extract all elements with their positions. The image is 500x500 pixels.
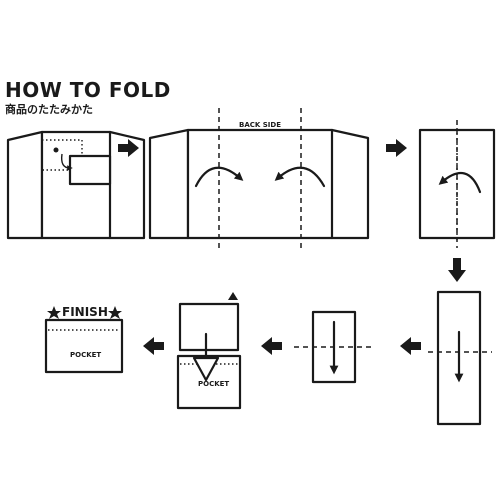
star-icon	[47, 306, 61, 319]
arrow-left-icon	[261, 337, 282, 355]
finish-label: FINISH	[62, 305, 108, 319]
arrow-right-icon	[386, 139, 407, 157]
step-2-back-side: BACK SIDE	[148, 108, 370, 250]
pocket-label: POCKET	[198, 380, 229, 388]
back-side-label: BACK SIDE	[239, 121, 281, 129]
step-3-folded	[418, 120, 496, 248]
step-1-apron-front	[6, 130, 146, 240]
page-title: HOW TO FOLD	[5, 78, 171, 102]
step-5-square	[294, 310, 374, 384]
arrow-down-icon	[448, 258, 466, 282]
arrow-left-icon	[143, 337, 164, 355]
page-subtitle: 商品のたたみかた	[5, 102, 93, 116]
step-4-strip	[428, 290, 492, 426]
finish-result: POCKET FINISH	[44, 305, 124, 374]
star-icon	[108, 306, 122, 319]
arrow-right-icon	[118, 139, 139, 157]
finish-pocket-label: POCKET	[70, 351, 101, 359]
arrow-left-icon	[400, 337, 421, 355]
step-6-insert-pocket: POCKET	[176, 292, 242, 410]
